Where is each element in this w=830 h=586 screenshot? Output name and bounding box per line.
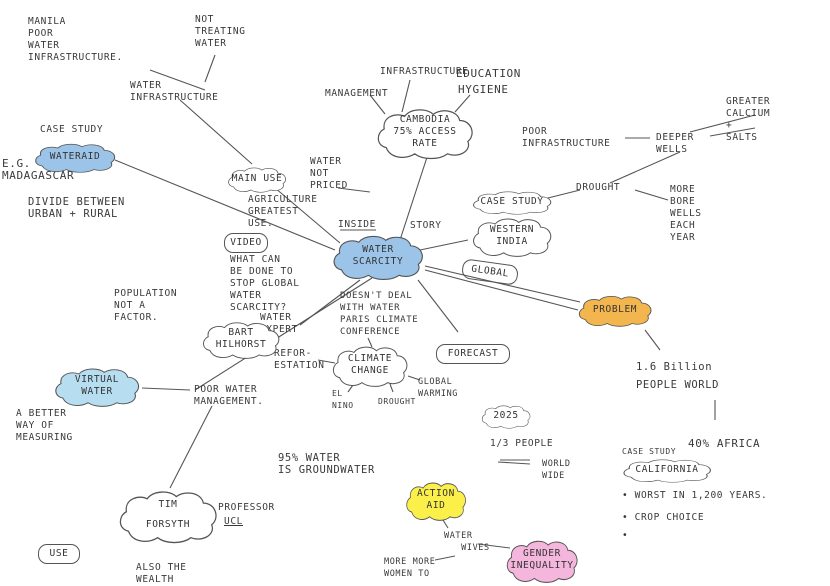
gender-inequality-node[interactable]: GENDER INEQUALITY: [504, 538, 580, 583]
problem-label: PROBLEM: [592, 304, 638, 315]
inside-label: INSIDE: [338, 219, 376, 230]
greater-calcium-note: GREATER CALCIUM + SALTS: [726, 96, 771, 143]
water-wives-note: WATER WIVES: [444, 531, 490, 553]
better-way-note: A BETTER WAY OF MEASURING: [16, 408, 73, 443]
case-study-india-label: CASE STUDY: [480, 196, 544, 207]
virtual-water-label: VIRTUAL WATER: [74, 374, 120, 397]
main-use-label: MAIN USE: [231, 173, 283, 184]
forecast-label: FORECAST: [447, 348, 499, 359]
example-madagascar-note: E.g. MADAGASCAR: [2, 157, 75, 182]
climate-change-label: CLIMATE CHANGE: [347, 353, 393, 376]
global-label: GLOBAL: [470, 263, 510, 280]
empty-bullet: •: [622, 530, 629, 541]
population-note: POPULATION NOT A FACTOR.: [114, 288, 178, 323]
manila-note: MANILA POOR WATER INFRASTRUCTURE.: [28, 16, 123, 63]
case-study-california-label: CASE STUDY: [622, 447, 677, 456]
climate-change-node[interactable]: CLIMATE CHANGE: [330, 344, 410, 387]
not-treating-note: NOT TREATING WATER: [195, 14, 246, 49]
western-india-label: WESTERN INDIA: [489, 224, 535, 247]
deeper-wells-label: DEEPER WELLS: [656, 132, 694, 155]
divide-urban-rural-note: DIVIDE BETWEEN URBAN + RURAL: [28, 196, 125, 220]
forecast-tag[interactable]: FORECAST: [436, 344, 510, 364]
wateraid-label: WATERAID: [49, 151, 101, 162]
reforestation-label: REFOR- ESTATION: [274, 348, 325, 371]
water-not-priced-note: WATER NOT PRICED: [310, 156, 348, 191]
ucl-label: UCL: [224, 516, 243, 527]
drought-climate-label: DROUGHT: [378, 397, 416, 406]
poor-water-management-label: POOR WATER MANAGEMENT.: [194, 384, 264, 407]
water-expert-label: WATER EXPERT: [260, 312, 298, 335]
cambodia-node[interactable]: CAMBODIA 75% ACCESS RATE: [374, 106, 476, 160]
western-india-node[interactable]: WESTERN INDIA: [470, 216, 554, 257]
groundwater-note: 95% WATER IS GROUNDWATER: [278, 452, 375, 476]
management-label: MANAGEMENT: [325, 88, 389, 99]
action-aid-label: ACTION AID: [417, 488, 455, 511]
tim-forsyth-node[interactable]: TIM FORSYTH: [116, 488, 220, 544]
year-2025-node[interactable]: 2025: [480, 404, 532, 429]
water-scarcity-node[interactable]: WATER SCARCITY: [330, 233, 426, 281]
professor-label: PROFESSOR: [218, 502, 275, 513]
main-use-node[interactable]: MAIN USE: [226, 166, 288, 193]
video-label: VIDEO: [230, 237, 262, 248]
crop-choice-note: • CROP CHOICE: [622, 512, 705, 523]
world-wide-note: WORLD WIDE: [542, 459, 571, 481]
use-tag[interactable]: USE: [38, 544, 80, 564]
education-label: EDUCATION: [456, 67, 522, 80]
one-third-people-note: 1/3 PEOPLE: [490, 438, 554, 449]
case-study-india-node[interactable]: CASE STUDY: [470, 190, 554, 215]
virtual-water-node[interactable]: VIRTUAL WATER: [52, 366, 142, 407]
case-study-wateraid-label: CASE STUDY: [40, 124, 104, 135]
action-aid-node[interactable]: ACTION AID: [404, 480, 468, 521]
use-label: USE: [49, 548, 69, 559]
bart-hilhorst-label: BART HILHORST: [215, 327, 267, 350]
more-bore-wells-note: MORE BORE WELLS EACH YEAR: [670, 184, 702, 243]
underline-strokes: [337, 187, 531, 465]
poor-infrastructure-label: POOR INFRASTRUCTURE: [522, 126, 611, 149]
story-label: STORY: [410, 220, 442, 231]
paris-conference-note: DOESN'T DEAL WITH WATER PARIS CLIMATE CO…: [340, 291, 419, 337]
global-warming-label: GLOBAL WARMING: [418, 377, 459, 399]
year-2025-label: 2025: [493, 410, 519, 421]
cambodia-label: CAMBODIA 75% ACCESS RATE: [393, 114, 457, 149]
also-wealth-note: ALSO THE WEALTH: [136, 562, 187, 585]
infrastructure-label: INFRASTRUCTURE: [380, 66, 469, 77]
drought-label: DROUGHT: [576, 182, 621, 193]
water-scarcity-label: WATER SCARCITY: [352, 244, 404, 267]
tim-forsyth-label: TIM FORSYTH: [145, 499, 191, 530]
california-label: CALIFORNIA: [635, 464, 699, 475]
problem-node[interactable]: PROBLEM: [576, 294, 654, 327]
hygiene-label: HYGIENE: [458, 83, 509, 96]
more-women-note: MORE MORE WOMEN TO: [384, 557, 436, 579]
billion-people-note: 1.6 Billion PEOPLE WORLD: [636, 361, 720, 391]
california-node[interactable]: CALIFORNIA: [620, 458, 714, 483]
worst-1200-years-note: • WORST IN 1,200 YEARS.: [622, 490, 768, 501]
video-tag[interactable]: VIDEO: [224, 233, 268, 253]
water-infrastructure-label: WATER INFRASTRUCTURE: [130, 80, 219, 103]
bart-hilhorst-node[interactable]: BART HILHORST: [200, 320, 282, 359]
gender-inequality-label: GENDER INEQUALITY: [510, 548, 574, 571]
el-nino-label: EL NINO: [332, 389, 354, 410]
agriculture-note: AGRICULTURE GREATEST USE.: [248, 194, 318, 229]
video-question-note: WHAT CAN BE DONE TO STOP GLOBAL WATER SC…: [230, 254, 300, 313]
forty-percent-africa-note: 40% AFRICA: [688, 437, 761, 450]
wateraid-node[interactable]: WATERAID: [32, 142, 118, 173]
